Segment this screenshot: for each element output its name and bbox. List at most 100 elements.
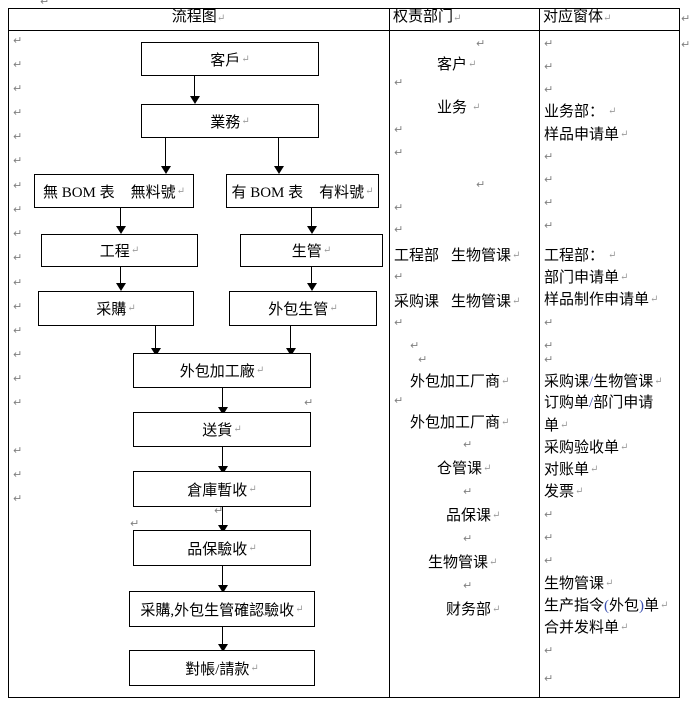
paragraph-mark-icon (463, 581, 472, 592)
flow-node-confirm-acceptance-label: 采購,外包生管確認驗收 (140, 602, 295, 619)
paragraph-mark-icon (544, 355, 553, 366)
flow-node-engineering[interactable]: 工程↵ (41, 234, 198, 267)
paragraph-mark-icon: ↵ (620, 272, 629, 283)
form-bio-title: 生物管课↵ (544, 574, 613, 594)
column-header-flowchart: 流程图↵ (8, 6, 389, 28)
paragraph-mark-icon (13, 229, 22, 240)
arrowhead-icon (151, 348, 161, 356)
form-bio-item-1-label-a: 生产指令 (544, 598, 605, 614)
department-engineering-label-a: 工程部 (394, 248, 440, 264)
department-vendor-2-label: 外包加工厂商 (410, 415, 501, 431)
paren-open: ( (604, 598, 610, 614)
department-purchasing: 采购课生物管课↵ (394, 292, 520, 312)
paragraph-mark-icon (463, 440, 472, 451)
flow-node-purchasing[interactable]: 采購↵ (38, 291, 194, 326)
flow-node-sales[interactable]: 業務↵ (141, 104, 319, 138)
arrowhead-icon (116, 226, 126, 234)
paragraph-mark-icon: ↵ (365, 185, 374, 197)
paragraph-mark-icon (544, 85, 553, 96)
paragraph-mark-icon (13, 470, 22, 481)
form-purchasing-item-1-separator: / (589, 395, 594, 411)
paragraph-mark-icon: ↵ (233, 424, 242, 435)
paragraph-mark-icon (394, 318, 403, 329)
paragraph-mark-icon: ↵ (176, 185, 186, 197)
form-engineering-item-2-label: 样品制作申请单 (544, 292, 650, 308)
paragraph-mark-icon: ↵ (489, 557, 498, 568)
arrowhead-icon (218, 644, 228, 652)
form-purchasing-item-1-wrap: 单↵ (544, 416, 568, 436)
flow-node-customer[interactable]: 客戶↵ (141, 42, 319, 76)
flow-node-warehouse[interactable]: 倉庫暫收↵ (133, 471, 311, 507)
paragraph-mark-icon (418, 355, 427, 366)
paragraph-mark-icon: ↵ (472, 102, 481, 113)
paragraph-mark-icon (13, 108, 22, 119)
department-sales-label: 业务 (437, 100, 468, 116)
paragraph-mark-icon: ↵ (590, 464, 599, 475)
paragraph-mark-icon: ↵ (255, 365, 265, 376)
column-header-form-label: 对应窗体 (543, 9, 604, 25)
form-bio-item-1: 生产指令(外包)单↵ (544, 596, 668, 616)
connector-qa-confirm (222, 566, 223, 589)
paragraph-mark-icon (394, 78, 403, 89)
paragraph-mark-icon (13, 374, 22, 385)
arrowhead-icon (190, 96, 200, 104)
paragraph-mark-icon: ↵ (483, 463, 492, 474)
paragraph-mark-icon (394, 148, 403, 159)
department-vendor-1-label: 外包加工厂商 (410, 374, 501, 390)
connector-eng-purch (120, 267, 121, 288)
paragraph-mark-icon (13, 278, 22, 289)
paragraph-mark-icon: ↵ (248, 542, 257, 554)
paragraph-mark-icon (13, 302, 22, 313)
flow-node-outsource-pc[interactable]: 外包生管↵ (229, 291, 377, 326)
flow-node-no-bom-label-b: 無料號 (130, 184, 176, 201)
arrowhead-icon (274, 166, 284, 174)
column-header-department-label: 权责部门 (393, 9, 454, 25)
paragraph-mark-icon: ↵ (620, 129, 629, 140)
form-purchasing-item-1-label-b: 部门申请 (593, 395, 654, 411)
connector-factory-delivery (222, 388, 223, 411)
flow-node-production-control[interactable]: 生管↵ (240, 234, 383, 267)
form-purchasing-item-1: 订购单/部门申请 (544, 394, 653, 413)
flow-node-has-bom[interactable]: 有 BOM 表有料號↵ (226, 174, 379, 208)
department-qa: 品保课↵ (446, 506, 500, 526)
paragraph-mark-icon: ↵ (130, 245, 140, 256)
form-engineering-item-1-label: 部门申请单 (544, 270, 620, 286)
paragraph-mark-icon (544, 198, 553, 209)
form-purchasing-title-label-a: 采购课 (544, 374, 590, 390)
department-vendor-1: 外包加工厂商↵ (410, 372, 509, 392)
form-bio-title-label: 生物管课 (544, 576, 605, 592)
form-purchasing-title: 采购课/生物管课↵ (544, 372, 663, 392)
flow-node-outsource-factory-label: 外包加工廠 (179, 364, 255, 380)
paragraph-mark-icon (544, 646, 553, 657)
paragraph-mark-icon (463, 534, 472, 545)
flow-node-billing-label: 對帳/請款 (185, 661, 250, 678)
arrowhead-icon (218, 466, 228, 474)
flow-node-delivery-label: 送貨 (202, 423, 233, 439)
paragraph-mark-icon (476, 180, 485, 191)
arrowhead-icon (116, 283, 126, 291)
department-vendor-2: 外包加工厂商↵ (410, 413, 509, 433)
paragraph-mark-icon (394, 125, 403, 136)
paragraph-mark-icon (476, 39, 485, 50)
form-purchasing-item-3-label: 对账单 (544, 462, 590, 478)
paragraph-mark-icon (544, 221, 553, 232)
flow-node-outsource-factory[interactable]: 外包加工廠↵ (133, 353, 311, 388)
arrowhead-icon (218, 525, 228, 533)
connector-purch-down (155, 326, 156, 352)
paragraph-mark-icon (130, 519, 139, 530)
flow-node-delivery[interactable]: 送貨↵ (133, 412, 311, 447)
form-purchasing-item-4-label: 发票 (544, 484, 575, 500)
paragraph-mark-icon (13, 446, 22, 457)
flow-node-qa-inspection[interactable]: 品保驗收↵ (133, 530, 311, 566)
paragraph-mark-icon: ↵ (248, 483, 257, 495)
flow-node-no-bom[interactable]: 無 BOM 表無料號↵ (34, 174, 194, 208)
paragraph-mark-icon: ↵ (127, 303, 136, 314)
paragraph-mark-icon: ↵ (322, 245, 332, 256)
column-divider-2 (539, 8, 540, 698)
flow-node-confirm-acceptance[interactable]: 采購,外包生管確認驗收↵ (129, 591, 315, 627)
department-qa-label: 品保课 (446, 508, 492, 524)
arrowhead-icon (286, 348, 296, 356)
paren-close: ) (639, 598, 645, 614)
form-purchasing-item-1-wrap-label: 单 (544, 418, 560, 434)
flow-node-billing[interactable]: 對帳/請款↵ (129, 650, 315, 686)
